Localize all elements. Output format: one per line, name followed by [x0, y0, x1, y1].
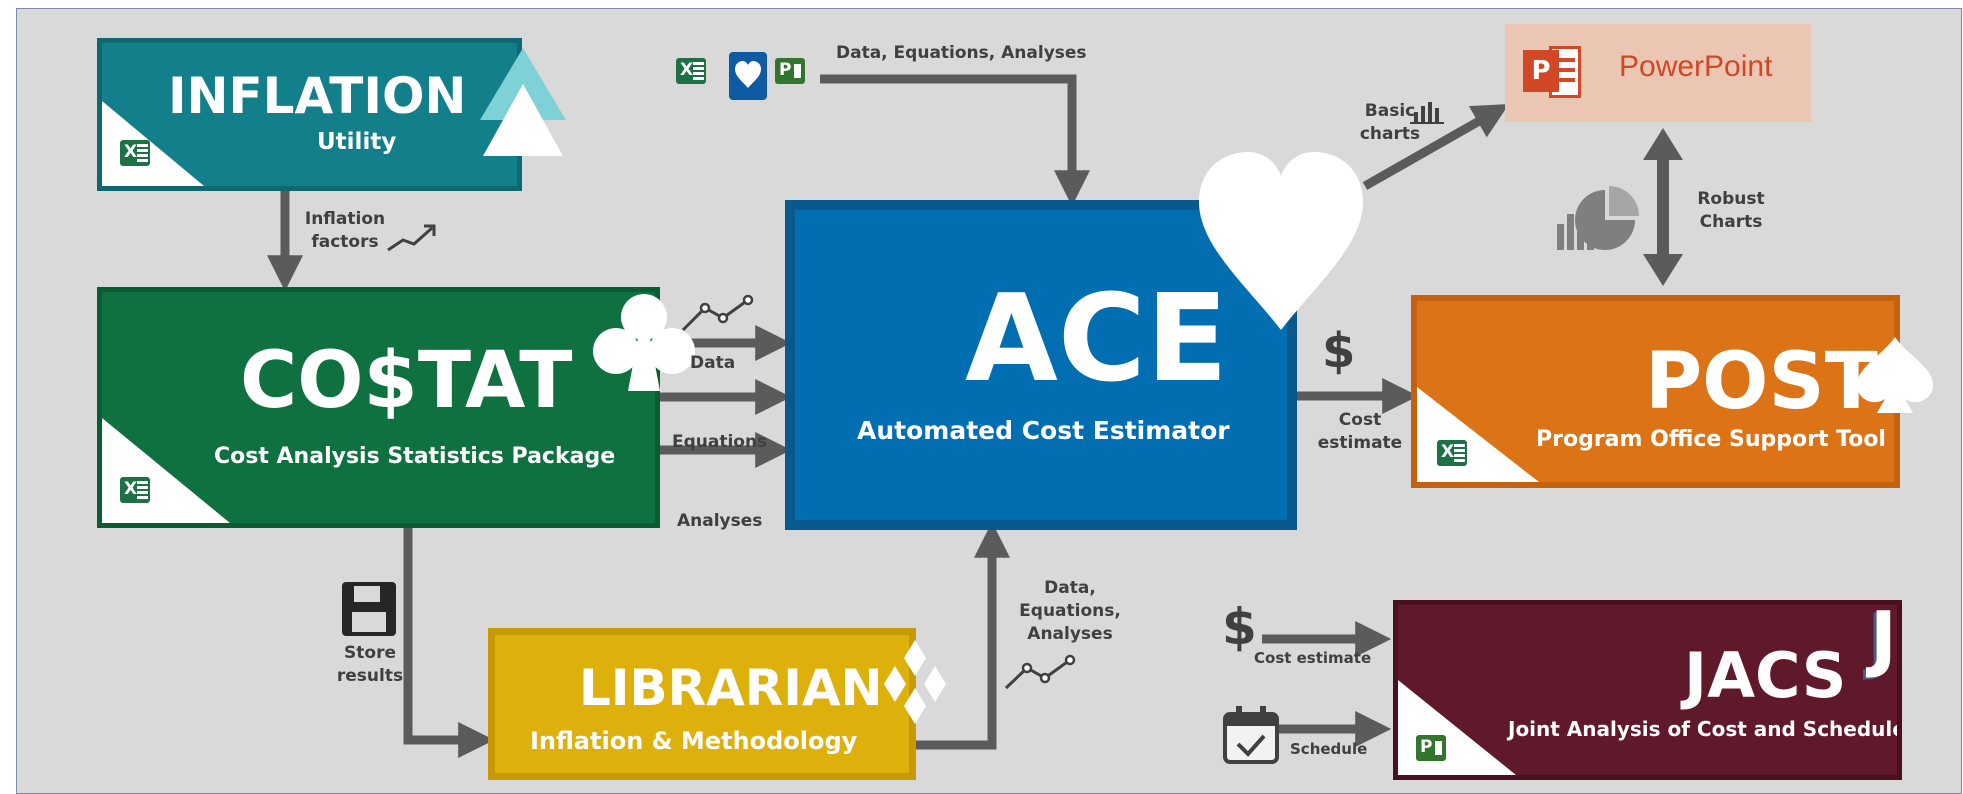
post-subtitle: Program Office Support Tool	[1536, 427, 1886, 452]
inflation-factors-label: Inflation factors	[304, 209, 386, 252]
arrow-librarian-to-ace	[916, 521, 1010, 750]
jacs-subtitle: Joint Analysis of Cost and Schedule	[1508, 717, 1902, 741]
calendar-check-icon	[1223, 706, 1279, 764]
ace-subtitle: Automated Cost Estimator	[857, 416, 1230, 445]
heart-suit-icon	[1199, 152, 1363, 330]
project-icon	[775, 58, 805, 84]
excel-icon	[120, 477, 150, 503]
librarian-flow-label: Data, Equations, Analyses	[1019, 578, 1121, 644]
dollar-icon: $	[1222, 598, 1257, 656]
jacs-schedule-label: Schedule	[1290, 740, 1368, 758]
ace-box[interactable]: ACE Automated Cost Estimator	[785, 200, 1297, 530]
diamond-suit-icon	[884, 640, 946, 724]
costat-title: CO$TAT	[240, 336, 573, 426]
store-results-label: Store results	[336, 643, 404, 686]
costat-box[interactable]: CO$TAT Cost Analysis Statistics Package	[97, 287, 660, 528]
excel-icon	[120, 140, 150, 166]
data-label: Data	[690, 353, 736, 373]
post-box[interactable]: POST Program Office Support Tool	[1411, 295, 1900, 488]
powerpoint-icon: P	[1523, 40, 1583, 104]
triangle-logo-icon	[480, 48, 566, 156]
double-arrow-top	[1643, 128, 1683, 160]
excel-icon	[676, 58, 706, 84]
spade-suit-icon	[1857, 337, 1933, 413]
jacs-title: JACS	[1684, 639, 1847, 712]
trend-line-icon	[681, 298, 749, 332]
equations-label: Equations	[672, 432, 768, 452]
ace-title: ACE	[965, 270, 1228, 409]
trend-line-icon	[387, 226, 433, 252]
robust-charts-label: Robust Charts	[1697, 189, 1765, 232]
arrow-top-inputs-to-ace	[820, 74, 1090, 207]
jacs-box[interactable]: JACS Joint Analysis of Cost and Schedule	[1393, 600, 1902, 780]
inflation-utility-box[interactable]: INFLATION Utility	[97, 38, 522, 191]
jacs-letter-logo: J	[1870, 596, 1897, 680]
inflation-title: INFLATION	[168, 67, 467, 125]
arrow-costat-to-librarian	[403, 528, 495, 758]
powerpoint-label: PowerPoint	[1619, 50, 1773, 83]
basic-charts-label: Basic charts	[1359, 101, 1421, 144]
double-arrow-bottom	[1643, 254, 1683, 286]
bar-chart-icon	[1410, 102, 1444, 124]
arrow-ace-to-powerpoint	[1362, 103, 1510, 190]
cost-estimate-label: Cost estimate	[1317, 410, 1403, 453]
dollar-icon: $	[1322, 323, 1356, 379]
costat-subtitle: Cost Analysis Statistics Package	[214, 444, 616, 469]
analyses-label: Analyses	[677, 511, 763, 531]
pie-chart-icon	[1557, 186, 1639, 250]
post-title: POST	[1645, 337, 1878, 427]
project-icon	[1416, 735, 1446, 761]
librarian-title: LIBRARIAN	[579, 659, 883, 717]
trend-line-icon	[1004, 658, 1071, 690]
inflation-subtitle: Utility	[317, 129, 397, 155]
librarian-subtitle: Inflation & Methodology	[530, 727, 858, 755]
excel-icon	[1437, 440, 1467, 466]
jacs-cost-estimate-label: Cost estimate	[1254, 649, 1372, 667]
floppy-disk-icon	[342, 582, 396, 636]
powerpoint-box[interactable]: P PowerPoint	[1505, 24, 1811, 122]
top-flow-label: Data, Equations, Analyses	[836, 43, 1087, 63]
club-suit-icon	[593, 294, 695, 391]
librarian-box[interactable]: LIBRARIAN Inflation & Methodology	[488, 628, 916, 780]
heart-app-icon	[729, 52, 767, 100]
